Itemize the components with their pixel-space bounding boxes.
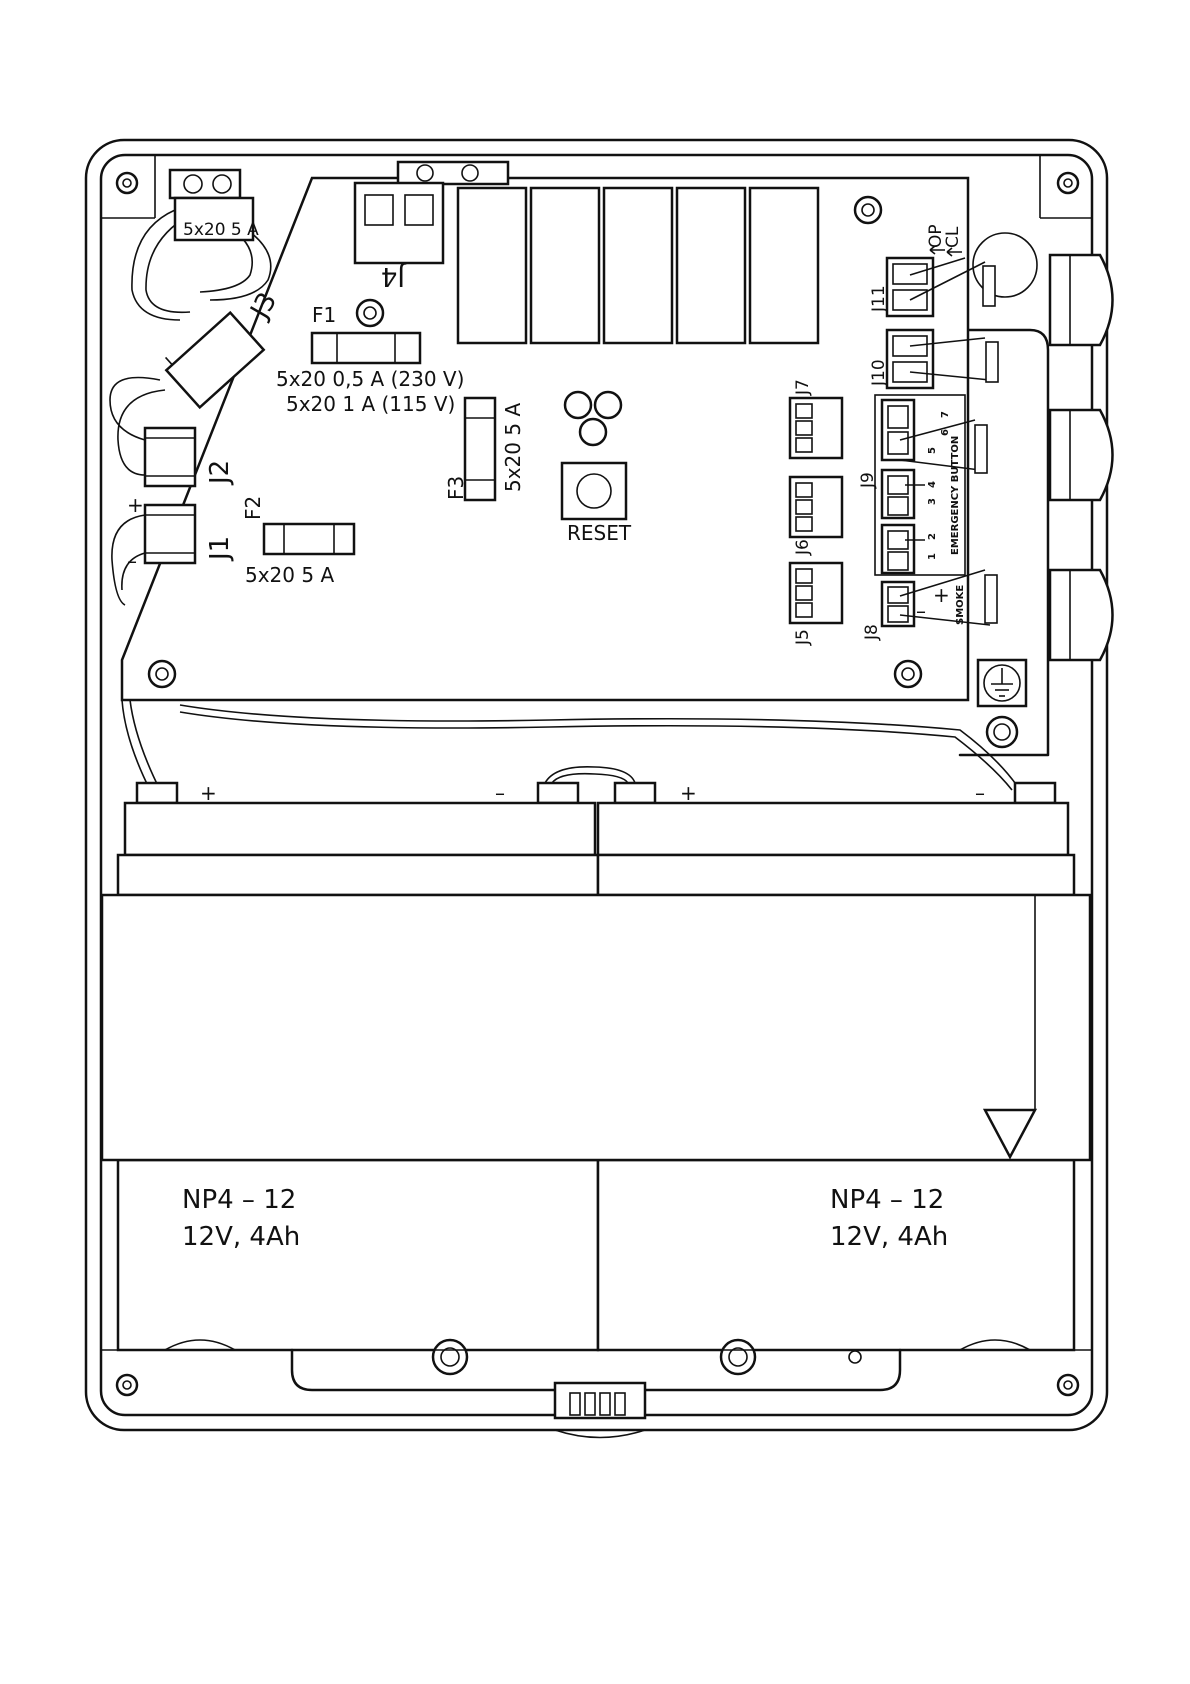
screw-icon bbox=[1058, 1375, 1078, 1395]
smoke-minus: – bbox=[916, 599, 926, 623]
battery-2-plus: + bbox=[680, 781, 697, 805]
f1-label: F1 bbox=[312, 303, 336, 327]
j10-label: J10 bbox=[869, 359, 889, 387]
pin-4: 4 bbox=[927, 481, 938, 488]
connector-j5 bbox=[790, 563, 842, 623]
battery-1-minus: – bbox=[495, 781, 505, 805]
close-label: CL bbox=[943, 226, 963, 248]
j8-label: J8 bbox=[862, 624, 882, 641]
battery-2-rating: 12V, 4Ah bbox=[830, 1222, 948, 1252]
fuse-f3 bbox=[465, 398, 495, 500]
battery-1-rating: 12V, 4Ah bbox=[182, 1222, 300, 1252]
j1-minus: – bbox=[127, 549, 137, 573]
pin-1: 1 bbox=[927, 553, 938, 560]
j1-label: J1 bbox=[205, 536, 235, 562]
f1-rating-115v: 5x20 1 A (115 V) bbox=[286, 392, 455, 416]
mains-terminal-block: 5x20 5 A bbox=[170, 170, 259, 240]
j7-label: J7 bbox=[793, 379, 813, 396]
f2-label: F2 bbox=[241, 496, 265, 520]
battery-strap bbox=[102, 895, 1090, 1160]
f3-rating: 5x20 5 A bbox=[501, 403, 525, 492]
j1-plus: + bbox=[127, 493, 144, 517]
reset-button[interactable] bbox=[562, 463, 626, 519]
emergency-button-label: EMERGENCY BUTTON bbox=[950, 436, 961, 555]
pin-2: 2 bbox=[927, 533, 938, 540]
standoff-nut-icon bbox=[149, 661, 175, 687]
battery-1-plus: + bbox=[200, 781, 217, 805]
j6-label: J6 bbox=[793, 539, 813, 556]
f3-label: F3 bbox=[444, 476, 468, 500]
top-fuse-label: 5x20 5 A bbox=[183, 220, 259, 240]
reset-label: RESET bbox=[567, 521, 632, 545]
standoff-nut-icon bbox=[895, 661, 921, 687]
fuse-f1 bbox=[312, 333, 420, 363]
screw-icon bbox=[117, 1375, 137, 1395]
screw-icon bbox=[1058, 173, 1078, 193]
j4-label: J4 bbox=[381, 261, 407, 291]
standoff-nut-icon bbox=[855, 197, 881, 223]
standoff-nut-icon bbox=[357, 300, 383, 326]
j5-label: J5 bbox=[793, 629, 813, 646]
smoke-label: SMOKE bbox=[955, 585, 966, 625]
battery-2-model: NP4 – 12 bbox=[830, 1185, 944, 1215]
pin-5: 5 bbox=[927, 447, 938, 454]
smoke-plus: + bbox=[933, 583, 950, 607]
battery-2-minus: – bbox=[975, 781, 985, 805]
battery-terminals bbox=[137, 767, 1055, 803]
screw-icon bbox=[117, 173, 137, 193]
j11-label: J11 bbox=[869, 285, 889, 313]
battery-1-model: NP4 – 12 bbox=[182, 1185, 296, 1215]
earth-terminal-icon bbox=[978, 660, 1026, 747]
j9-label: J9 bbox=[858, 472, 878, 489]
f1-rating-230v: 5x20 0,5 A (230 V) bbox=[276, 367, 464, 391]
connector-j2 bbox=[145, 428, 195, 486]
connector-j7 bbox=[790, 398, 842, 458]
j2-label: J2 bbox=[205, 460, 235, 486]
fuse-f2 bbox=[264, 524, 354, 554]
relay-bank bbox=[458, 188, 818, 343]
pin-7: 7 bbox=[940, 411, 951, 418]
pin-6: 6 bbox=[940, 429, 951, 436]
pin-3: 3 bbox=[927, 498, 938, 505]
connector-j6 bbox=[790, 477, 842, 537]
connector-j1 bbox=[145, 505, 195, 563]
f2-rating: 5x20 5 A bbox=[245, 563, 334, 587]
